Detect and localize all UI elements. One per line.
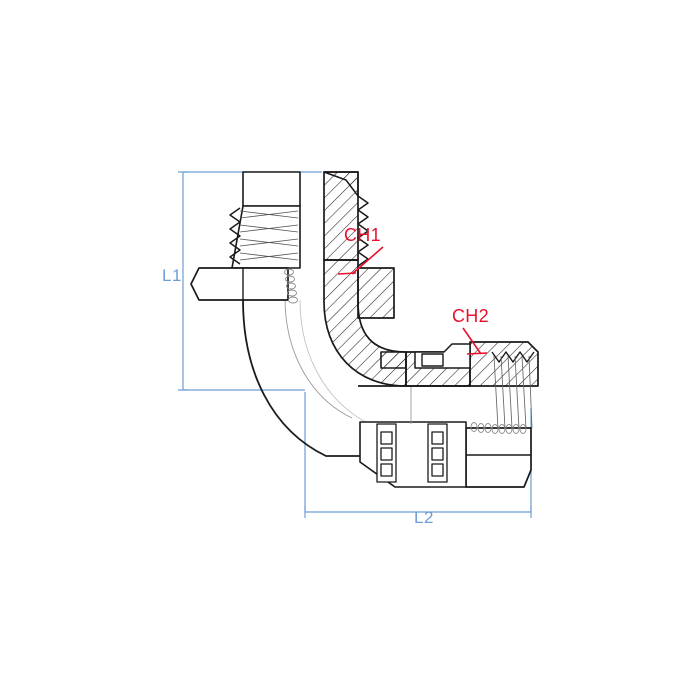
male-thread-crest-left <box>229 207 241 265</box>
elbow-inner-curve-front <box>284 297 353 419</box>
ch1-hex-shoulder-hatched <box>357 267 395 319</box>
male-jic-end <box>229 171 369 269</box>
dimension-label-L1: L1 <box>162 266 182 285</box>
callout-CH1-leader <box>337 246 384 275</box>
male-thread-profile-right <box>357 195 369 267</box>
female-nut-front-hex <box>465 427 532 488</box>
callout-leaders <box>337 246 488 355</box>
segmented-ring-left <box>376 423 397 483</box>
female-seat-inner-step <box>421 353 444 367</box>
knurl-bead-texture-right <box>470 422 527 434</box>
female-nut-sectioned-body <box>469 341 539 387</box>
male-nose-cylinder <box>242 171 301 207</box>
segmented-ring-right <box>427 423 448 483</box>
female-thread-crest <box>491 351 535 363</box>
mid-barrel-front <box>359 421 467 488</box>
female-thread-profile <box>491 351 535 363</box>
callout-CH2-leader <box>462 327 488 355</box>
dimension-lines <box>178 171 532 518</box>
hex-flats-left <box>190 267 289 301</box>
callout-label-CH1: CH1 <box>344 225 381 245</box>
elbow-outer-silhouette <box>242 297 410 457</box>
elbow-outer-curve <box>242 299 410 457</box>
run-shoulder-step-hatched <box>380 351 407 369</box>
knurl-bead-texture-left <box>284 268 298 304</box>
mid-barrel-segments <box>359 386 467 488</box>
fitting-geometry <box>190 171 539 488</box>
dimension-label-L2: L2 <box>414 508 434 527</box>
male-thread-helix-lines <box>239 210 299 261</box>
male-top-chamfer <box>323 171 359 197</box>
male-thread-profile <box>229 207 241 265</box>
female-thread-helix-lines <box>493 355 533 429</box>
callout-label-CH2: CH2 <box>452 306 489 326</box>
elbow-inner-curve-front-2 <box>299 299 379 429</box>
male-thread-crest-right <box>357 195 369 267</box>
hex-body-left <box>190 267 289 301</box>
